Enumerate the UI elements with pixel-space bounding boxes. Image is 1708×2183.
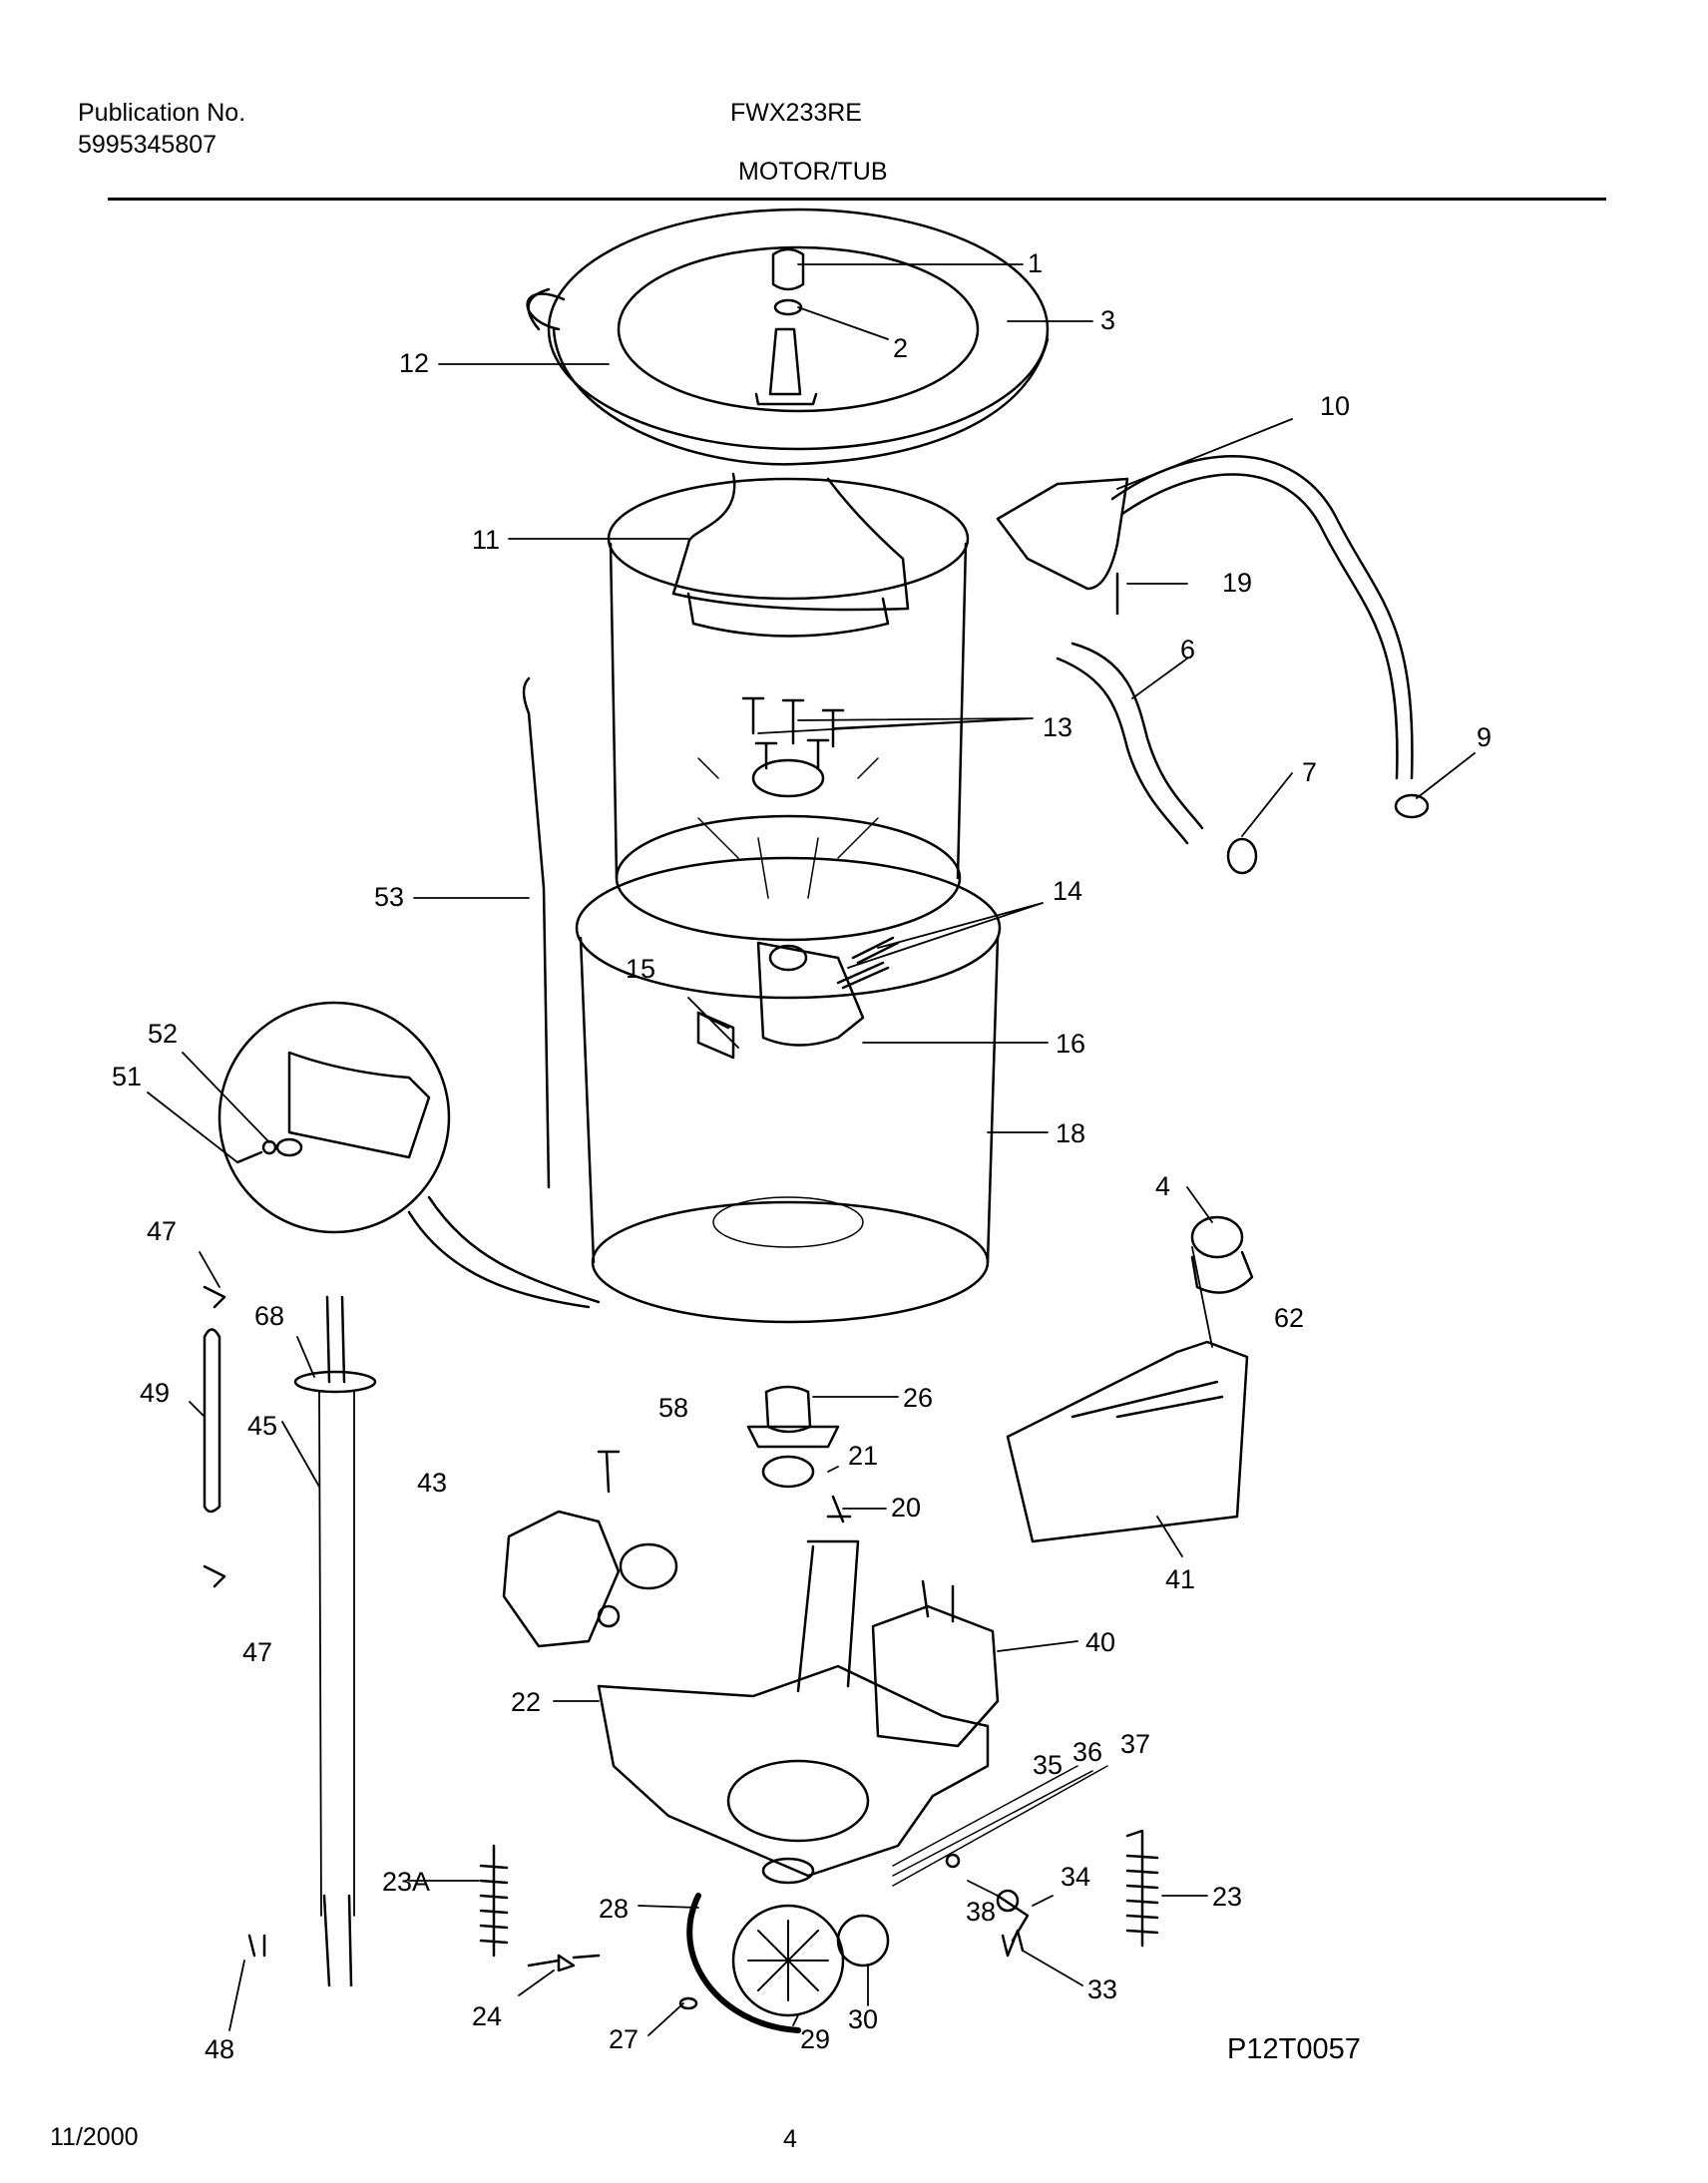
callout-40: 40 bbox=[1085, 1627, 1115, 1657]
callout-22: 22 bbox=[511, 1687, 541, 1717]
basket-rod-part bbox=[522, 676, 551, 1189]
wiring-part bbox=[892, 1765, 1108, 1913]
bearing-part bbox=[746, 1385, 852, 1524]
callout-52: 52 bbox=[148, 1019, 178, 1049]
outer-tub-part bbox=[575, 856, 1002, 1324]
motor-mount-part bbox=[597, 1539, 990, 1885]
belt-part bbox=[686, 1893, 890, 2033]
callout-3: 3 bbox=[1100, 305, 1115, 335]
callout-6: 6 bbox=[1180, 635, 1195, 664]
header-divider bbox=[108, 198, 1606, 201]
callout-47-top: 47 bbox=[147, 1216, 177, 1246]
callout-1: 1 bbox=[1028, 248, 1043, 278]
clip-part bbox=[203, 1285, 226, 1309]
page-number: 4 bbox=[783, 2125, 797, 2153]
callout-19: 19 bbox=[1222, 568, 1252, 598]
seal-bolts-part bbox=[836, 936, 900, 990]
clip-part bbox=[203, 1564, 226, 1588]
drain-pump-part bbox=[502, 1450, 678, 1648]
callout-23a: 23A bbox=[382, 1867, 430, 1897]
callout-28: 28 bbox=[599, 1894, 629, 1924]
callout-14: 14 bbox=[1053, 876, 1082, 906]
callout-13: 13 bbox=[1043, 712, 1072, 742]
callout-33: 33 bbox=[1087, 1974, 1117, 2004]
callout-45: 45 bbox=[247, 1411, 277, 1441]
drain-hose-part bbox=[1056, 642, 1258, 875]
callout-29: 29 bbox=[800, 2024, 830, 2054]
agitator-part bbox=[671, 472, 910, 638]
callout-26: 26 bbox=[903, 1383, 933, 1413]
small-clip-part bbox=[678, 1996, 698, 2010]
damper-part bbox=[203, 1328, 221, 1514]
clip-part bbox=[247, 1934, 266, 1958]
callout-47-bottom: 47 bbox=[242, 1637, 272, 1667]
callout-23: 23 bbox=[1212, 1882, 1242, 1912]
callout-43: 43 bbox=[417, 1468, 447, 1498]
callout-38: 38 bbox=[966, 1897, 996, 1927]
tub-ring-part bbox=[526, 208, 1050, 466]
callout-16: 16 bbox=[1056, 1029, 1085, 1059]
detail-zoom-circle bbox=[217, 1001, 601, 1309]
callout-48: 48 bbox=[205, 2034, 234, 2064]
bracket-part bbox=[696, 1011, 730, 1030]
callout-12: 12 bbox=[399, 348, 429, 378]
leader-lines bbox=[147, 263, 1476, 2036]
fill-hose-part bbox=[996, 455, 1414, 780]
callout-20: 20 bbox=[891, 1493, 921, 1523]
section-title: MOTOR/TUB bbox=[738, 158, 888, 186]
callout-9: 9 bbox=[1477, 722, 1492, 752]
callout-24: 24 bbox=[472, 2001, 502, 2031]
callout-10: 10 bbox=[1320, 391, 1350, 421]
callout-4: 4 bbox=[1155, 1171, 1170, 1201]
footer-date: 11/2000 bbox=[50, 2123, 139, 2151]
small-spring-part bbox=[996, 1894, 1030, 1958]
motor-shield-part bbox=[1006, 1340, 1249, 1543]
callout-37: 37 bbox=[1120, 1729, 1150, 1759]
callout-27: 27 bbox=[609, 2024, 639, 2054]
suspension-spring-part bbox=[479, 1829, 1159, 1972]
publication-number: 5995345807 bbox=[78, 131, 217, 159]
tub-seal-part bbox=[696, 941, 865, 1060]
callout-15: 15 bbox=[626, 954, 655, 984]
callout-53: 53 bbox=[374, 882, 404, 912]
model-number: FWX233RE bbox=[730, 99, 862, 127]
callout-18: 18 bbox=[1056, 1118, 1085, 1148]
hose-clamp-part bbox=[1394, 793, 1430, 819]
figure-id: P12T0057 bbox=[1227, 2033, 1361, 2065]
callout-7: 7 bbox=[1302, 757, 1317, 787]
callout-11: 11 bbox=[472, 525, 500, 555]
motor-part bbox=[871, 1579, 1000, 1748]
callout-68: 68 bbox=[254, 1301, 284, 1331]
callout-30: 30 bbox=[848, 2004, 878, 2034]
callout-51: 51 bbox=[112, 1062, 142, 1092]
callout-2: 2 bbox=[893, 333, 908, 363]
callout-21: 21 bbox=[848, 1441, 878, 1471]
callout-36: 36 bbox=[1072, 1737, 1102, 1767]
suspension-rod-part bbox=[293, 1295, 377, 1987]
capacitor-part bbox=[1190, 1215, 1254, 1294]
publication-label: Publication No. bbox=[78, 99, 246, 127]
callout-62: 62 bbox=[1274, 1303, 1304, 1333]
agitator-cap-part bbox=[754, 247, 818, 406]
callout-34: 34 bbox=[1061, 1862, 1090, 1892]
callout-35: 35 bbox=[1033, 1750, 1063, 1780]
callout-49: 49 bbox=[140, 1378, 170, 1408]
callout-41: 41 bbox=[1165, 1564, 1195, 1594]
callout-58: 58 bbox=[658, 1393, 688, 1423]
